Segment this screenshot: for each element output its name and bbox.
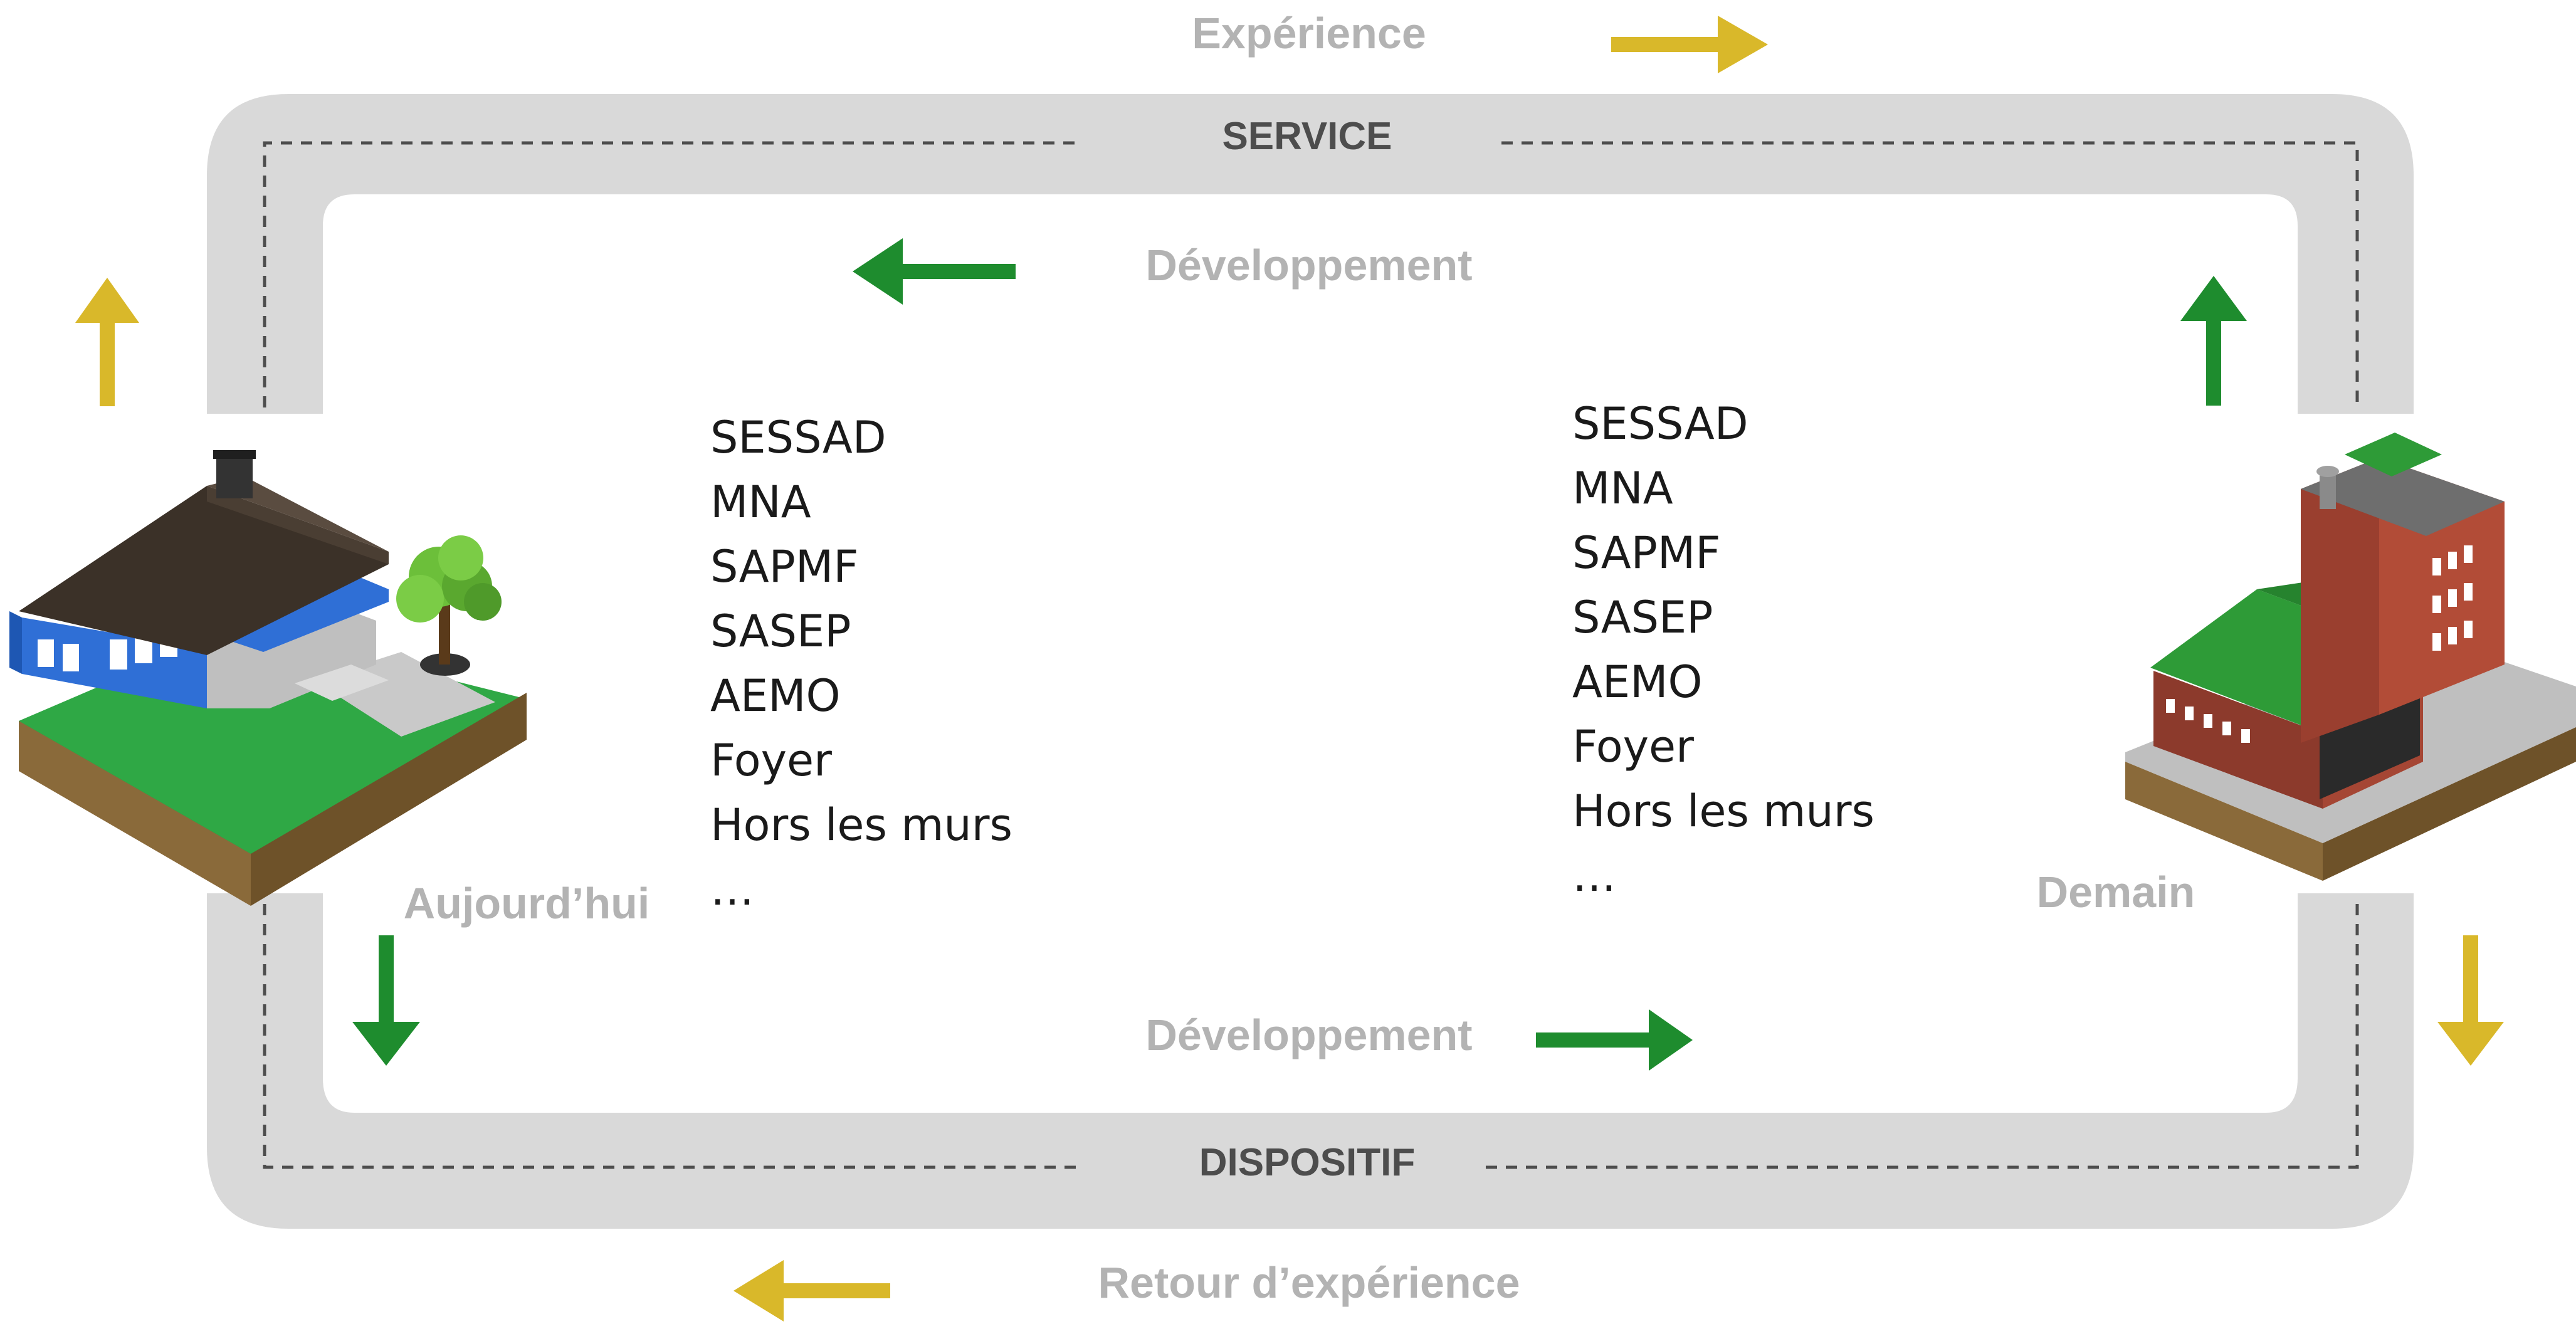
list-item: SESSAD [1572, 398, 1748, 449]
list-item: SAPMF [1572, 527, 1721, 579]
road-bottom-dash-left [263, 884, 1078, 1169]
list-item: Hors les murs [1572, 785, 1874, 837]
arrows [75, 16, 2504, 1321]
arrow-right-icon [1611, 16, 1768, 73]
retour-experience-label: Retour d’expérience [1098, 1258, 1520, 1307]
dispositif-label: DISPOSITIF [1199, 1141, 1415, 1184]
arrow-left-icon [733, 1260, 890, 1321]
arrow-right-icon [1536, 1009, 1693, 1071]
today-label: Aujourd’hui [404, 879, 650, 928]
arrow-up-icon [2180, 276, 2247, 406]
service-label: SERVICE [1222, 115, 1392, 158]
list-item: … [710, 864, 754, 915]
arrow-up-icon [75, 278, 139, 406]
list-item: AEMO [1572, 656, 1703, 708]
list-item: … [1572, 850, 1616, 901]
list-item: MNA [710, 476, 811, 528]
arrow-down-icon [2437, 935, 2504, 1066]
tree-icon [396, 535, 502, 676]
list-item: MNA [1572, 463, 1673, 514]
experience-label: Expérience [1192, 9, 1426, 58]
list-item: Foyer [710, 735, 832, 786]
list-item: SESSAD [710, 412, 886, 463]
list-item: SAPMF [710, 541, 859, 592]
list-item: AEMO [710, 670, 841, 722]
list-item: Foyer [1572, 721, 1694, 772]
road-bottom [207, 893, 2414, 1229]
tomorrow-label: Demain [2037, 868, 2195, 917]
development-top-label: Développement [1145, 241, 1472, 290]
road-top-dash-right [1501, 141, 2359, 407]
road-loop: SERVICE DISPOSITIF [207, 94, 2414, 1229]
arrow-left-icon [853, 238, 1016, 305]
arrow-down-icon [352, 935, 420, 1066]
road-top-dash-left [263, 141, 1078, 407]
factory-icon [2125, 433, 2576, 881]
road-bottom-dash-right [1486, 896, 2359, 1169]
road-top [207, 94, 2414, 414]
house-icon [9, 450, 527, 906]
list-item: Hors les murs [710, 799, 1012, 851]
development-bottom-label: Développement [1145, 1011, 1472, 1059]
list-item: SASEP [1572, 592, 1713, 643]
list-item: SASEP [710, 606, 851, 657]
